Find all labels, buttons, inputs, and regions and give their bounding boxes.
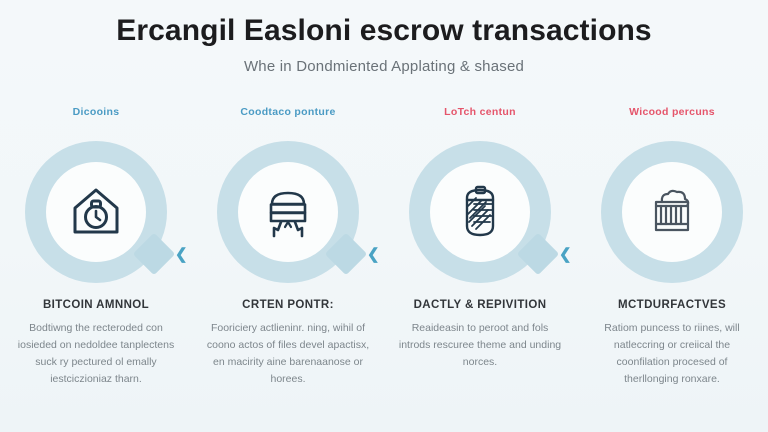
step-icon-circle: ❮ xyxy=(217,141,380,283)
step-description: Fooriciery actlieninr. ning, wihil of co… xyxy=(206,322,370,385)
step-heading: BITCOIN AMNNOL xyxy=(42,299,150,311)
header: Ercangil Easloni escrow transactions Whe… xyxy=(0,14,768,75)
bank-building-icon xyxy=(642,182,702,242)
document-scroll-icon xyxy=(450,182,510,242)
chevron-left-icon: ❮ xyxy=(367,245,380,263)
step-tag: Wicood percuns xyxy=(629,106,715,118)
step-icon-circle xyxy=(601,141,743,283)
page-subtitle: Whe in Dondmiented Applating & shased xyxy=(243,57,525,75)
step-tag: LoTch centun xyxy=(444,106,516,118)
step-item[interactable]: Coodtaco ponture xyxy=(192,104,384,388)
step-item[interactable]: LoTch centun ❮ xyxy=(384,104,576,388)
step-item[interactable]: Dicooins ❮ BITCOIN AMNNOL xyxy=(0,104,192,388)
page-title: Ercangil Easloni escrow transactions xyxy=(116,14,652,47)
chevron-left-icon: ❮ xyxy=(175,245,188,263)
chevron-left-icon: ❮ xyxy=(559,245,572,263)
step-item[interactable]: Wicood percuns MCTDURFACTVES Ratiom punc… xyxy=(576,104,768,388)
house-lock-icon xyxy=(66,182,126,242)
step-description: Ratiom puncess to riines, will natleccri… xyxy=(604,322,740,385)
step-heading: DACTLY & REPIVITION xyxy=(413,299,547,311)
stacked-coins-hands-icon xyxy=(258,182,318,242)
step-description: Bodtiwng the recteroded con iosieded on … xyxy=(17,322,175,385)
step-heading: CRTEN PONTR: xyxy=(242,299,334,311)
step-tag: Dicooins xyxy=(72,106,120,118)
step-tag: Coodtaco ponture xyxy=(240,106,336,118)
step-icon-circle: ❮ xyxy=(409,141,572,283)
step-icon-circle: ❮ xyxy=(25,141,188,283)
step-row: Dicooins ❮ BITCOIN AMNNOL xyxy=(0,104,768,388)
step-heading: MCTDURFACTVES xyxy=(617,299,727,311)
step-description: Reaideasin to peroot and fols introds re… xyxy=(398,322,562,368)
